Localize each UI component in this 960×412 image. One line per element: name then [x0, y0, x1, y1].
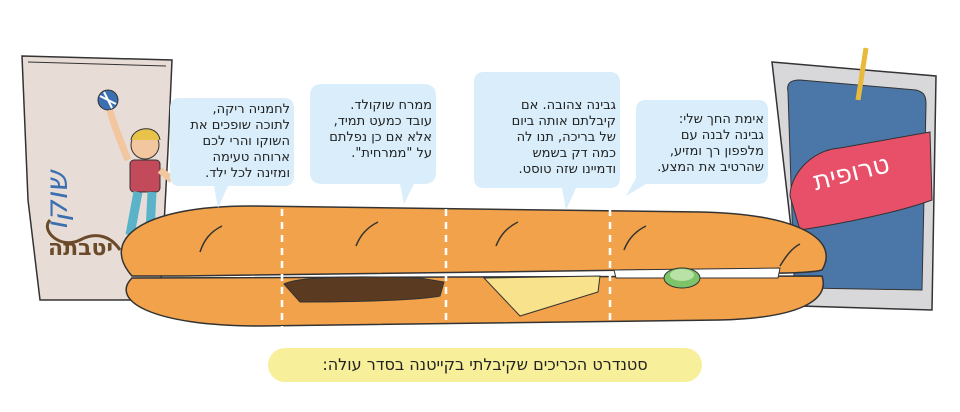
bubble-text-chocolate: ממרח שוקולד. עובד כמעט תמיד, אלא אם כן נ… — [329, 98, 432, 161]
bubble-text-yellow-cheese: גבינה צהובה. אם קיבלתם אותה ביום של בריכ… — [511, 98, 616, 177]
brand-logo-scribble — [45, 218, 122, 251]
speech-bubbles — [170, 72, 768, 210]
milk-bag-label: שוקו — [40, 171, 75, 230]
bubble-text-white-cheese: אימת החך שלי: גבינה לבנה עם מלפפון רך ומ… — [657, 112, 764, 175]
milk-bag-brand: יטבתה — [48, 236, 113, 261]
bubble-chocolate — [310, 84, 436, 204]
bubble-bread — [170, 98, 294, 208]
caption: סטנדרט הכריכים שקיבלתי בקייטנה בסדר עולה… — [268, 348, 702, 382]
sandwich-baguette — [120, 196, 827, 330]
bubble-text-bread: לחמניה ריקה, לתוכה שופכים את השוקו והרי … — [190, 102, 290, 181]
bubble-white-cheese — [626, 100, 768, 196]
bubble-yellow-cheese — [474, 72, 620, 210]
straw-icon — [855, 47, 869, 101]
cartoon-figure-icon — [97, 89, 175, 236]
